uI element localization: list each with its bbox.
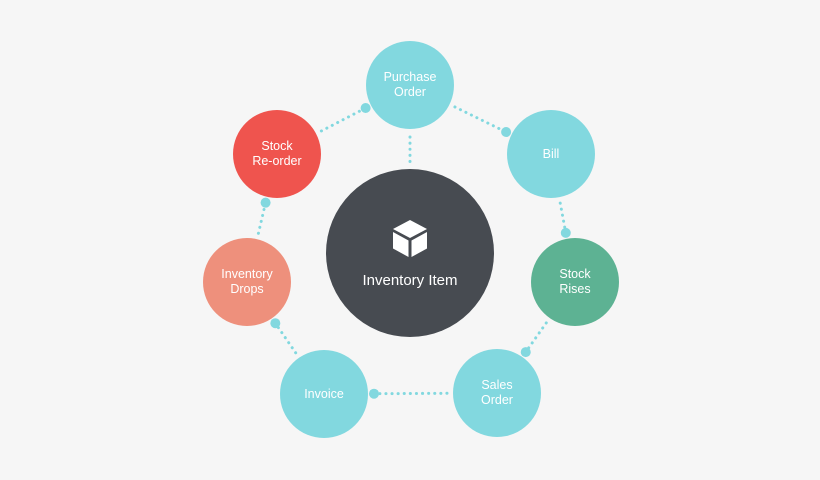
- connector-inventory-drops: [256, 201, 268, 235]
- node-invoice: Invoice: [280, 350, 368, 438]
- node-sales-order: Sales Order: [453, 349, 541, 437]
- center-node-inventory-item: Inventory Item: [326, 169, 494, 337]
- node-purchase-order: Purchase Order: [366, 41, 454, 129]
- node-label: Stock Re-order: [252, 139, 302, 168]
- connector-purchase-order-dot: [501, 127, 512, 138]
- node-bill: Bill: [507, 110, 595, 198]
- connector-sales-order-dot: [368, 388, 379, 399]
- connector-bill-dot: [560, 227, 571, 238]
- connector-inventory-drops-dot: [260, 197, 271, 208]
- node-label: Bill: [542, 146, 560, 161]
- node-stock-reorder: Stock Re-order: [233, 110, 321, 198]
- node-label: Stock Rises: [559, 267, 591, 296]
- node-label: Sales Order: [481, 378, 513, 407]
- connector-invoice: [273, 321, 298, 355]
- connector-purchase-order: [453, 105, 508, 134]
- node-inventory-drops: Inventory Drops: [203, 238, 291, 326]
- box-icon: [393, 219, 427, 257]
- connector-stock-reorder-dot: [360, 103, 371, 114]
- node-stock-rises: Stock Rises: [531, 238, 619, 326]
- node-label: Purchase Order: [383, 70, 437, 99]
- connector-bill: [558, 201, 568, 235]
- node-label: Invoice: [304, 386, 344, 401]
- connector-invoice-dot: [270, 318, 281, 329]
- connector-stock-rises: [524, 321, 548, 354]
- connector-stock-rises-dot: [520, 347, 531, 358]
- connector-stock-reorder: [319, 106, 368, 133]
- node-label: Inventory Drops: [221, 267, 273, 296]
- center-label: Inventory Item: [362, 271, 458, 289]
